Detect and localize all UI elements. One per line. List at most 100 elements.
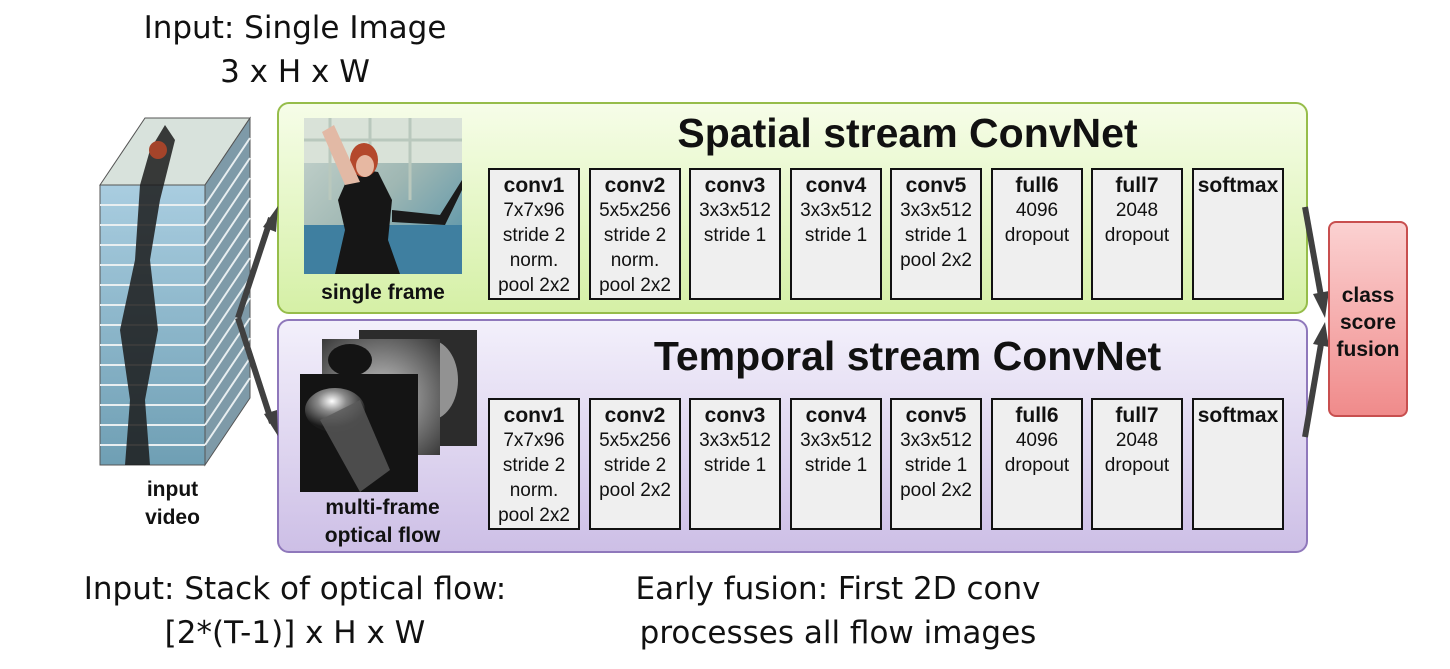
temporal-layer-conv5: conv5 3x3x512 stride 1 pool 2x2	[890, 398, 982, 530]
layer-name: conv1	[503, 174, 565, 197]
fusion-line3: fusion	[1336, 338, 1400, 361]
layer-param: pool 2x2	[599, 480, 671, 501]
input-video-stack	[99, 116, 251, 467]
layer-name: conv1	[503, 404, 565, 427]
bottom-left-caption-line1: Input: Stack of optical flow:	[83, 571, 507, 607]
spatial-layer-softmax: softmax	[1192, 168, 1284, 300]
temporal-layer-conv2: conv2 5x5x256 stride 2 pool 2x2	[589, 398, 681, 530]
layer-name: conv3	[704, 174, 766, 197]
arrow-temporal-to-fusion-head	[1313, 322, 1329, 347]
layer-param: 4096	[1015, 200, 1059, 221]
layer-param: 2048	[1115, 430, 1159, 451]
layer-name: conv4	[805, 174, 867, 197]
layer-name: conv4	[805, 404, 867, 427]
layer-name: conv5	[905, 404, 967, 427]
arrow-spatial-to-fusion-head	[1313, 291, 1329, 318]
temporal-layer-softmax: softmax	[1192, 398, 1284, 530]
layer-param: 7x7x96	[503, 200, 565, 221]
layer-param: stride 2	[603, 455, 667, 476]
layer-param: pool 2x2	[900, 250, 972, 271]
single-frame-label: single frame	[321, 281, 445, 304]
spatial-layer-conv4: conv4 3x3x512 stride 1	[790, 168, 882, 300]
top-caption: Input: Single Image 3 x H x W	[130, 6, 460, 94]
layer-param: stride 2	[502, 455, 566, 476]
layer-param: 7x7x96	[503, 430, 565, 451]
spatial-layer-conv5: conv5 3x3x512 stride 1 pool 2x2	[890, 168, 982, 300]
optical-flow-label-line2: optical flow	[324, 524, 441, 547]
layer-name: conv3	[704, 404, 766, 427]
temporal-stream-title: Temporal stream ConvNet	[653, 333, 1162, 379]
input-video-label: input video	[120, 476, 225, 532]
bottom-left-caption: Input: Stack of optical flow: [2*(T-1)] …	[70, 567, 520, 655]
top-caption-line1: Input: Single Image	[143, 10, 447, 46]
layer-param: stride 1	[703, 455, 767, 476]
layer-param: pool 2x2	[498, 275, 570, 296]
temporal-layer-full6: full6 4096 dropout	[991, 398, 1083, 530]
layer-name: softmax	[1197, 404, 1279, 427]
layer-param: 3x3x512	[800, 200, 872, 221]
arrow-to-temporal	[235, 317, 275, 424]
temporal-layer-full7: full7 2048 dropout	[1091, 398, 1183, 530]
layer-name: full6	[1015, 174, 1059, 197]
bottom-center-caption-line2: processes all flow images	[639, 615, 1037, 651]
layer-param: 2048	[1115, 200, 1159, 221]
temporal-layer-conv4: conv4 3x3x512 stride 1	[790, 398, 882, 530]
optical-flow-label: multi-frame optical flow	[300, 494, 465, 550]
layer-param: pool 2x2	[599, 275, 671, 296]
layer-param: norm.	[509, 480, 559, 501]
layer-param: 3x3x512	[699, 430, 771, 451]
temporal-layer-conv1: conv1 7x7x96 stride 2 norm. pool 2x2	[488, 398, 580, 530]
layer-param: 3x3x512	[800, 430, 872, 451]
layer-param: 5x5x256	[599, 200, 671, 221]
arrow-spatial-to-fusion	[1302, 206, 1324, 297]
arrow-to-temporal-head	[264, 410, 278, 436]
arrow-to-spatial-head	[263, 206, 278, 232]
spatial-layer-conv2: conv2 5x5x256 stride 2 norm. pool 2x2	[589, 168, 681, 300]
layer-name: softmax	[1197, 174, 1279, 197]
arrow-to-spatial	[235, 217, 274, 319]
layer-param: norm.	[509, 250, 559, 271]
layer-param: stride 1	[703, 225, 767, 246]
layer-name: conv2	[604, 174, 666, 197]
optical-flow-images	[300, 330, 477, 492]
bottom-center-caption-line1: Early fusion: First 2D conv	[635, 571, 1041, 607]
input-video-label-line2: video	[145, 506, 200, 529]
fusion-line1: class	[1341, 284, 1395, 307]
spatial-layer-conv3: conv3 3x3x512 stride 1	[689, 168, 781, 300]
bottom-center-caption: Early fusion: First 2D conv processes al…	[608, 567, 1068, 655]
layer-name: full6	[1015, 404, 1059, 427]
layer-param: pool 2x2	[498, 505, 570, 526]
spatial-stream-title: Spatial stream ConvNet	[677, 110, 1138, 156]
spatial-layer-full7: full7 2048 dropout	[1091, 168, 1183, 300]
layer-param: dropout	[1104, 225, 1170, 246]
layer-param: pool 2x2	[900, 480, 972, 501]
fusion-line2: score	[1339, 311, 1397, 334]
arrow-temporal-to-fusion	[1302, 343, 1324, 438]
bottom-left-caption-line2: [2*(T-1)] x H x W	[164, 615, 426, 651]
layer-param: 5x5x256	[599, 430, 671, 451]
flow-arrows	[235, 206, 1329, 438]
layer-param: 3x3x512	[900, 200, 972, 221]
spatial-layer-full6: full6 4096 dropout	[991, 168, 1083, 300]
layer-param: stride 2	[603, 225, 667, 246]
layer-name: full7	[1115, 404, 1159, 427]
layer-param: stride 1	[804, 455, 868, 476]
layer-name: conv5	[905, 174, 967, 197]
layer-param: stride 1	[804, 225, 868, 246]
layer-name: conv2	[604, 404, 666, 427]
spatial-layer-conv1: conv1 7x7x96 stride 2 norm. pool 2x2	[488, 168, 580, 300]
layer-param: stride 1	[904, 225, 968, 246]
layer-param: dropout	[1004, 225, 1070, 246]
layer-param: 4096	[1015, 430, 1059, 451]
layer-name: full7	[1115, 174, 1159, 197]
layer-param: dropout	[1104, 455, 1170, 476]
optical-flow-label-line1: multi-frame	[325, 496, 440, 519]
layer-param: stride 2	[502, 225, 566, 246]
layer-param: stride 1	[904, 455, 968, 476]
layer-param: dropout	[1004, 455, 1070, 476]
layer-param: 3x3x512	[699, 200, 771, 221]
single-frame-image	[304, 118, 462, 274]
input-video-label-line1: input	[146, 478, 199, 501]
layer-param: norm.	[610, 250, 660, 271]
